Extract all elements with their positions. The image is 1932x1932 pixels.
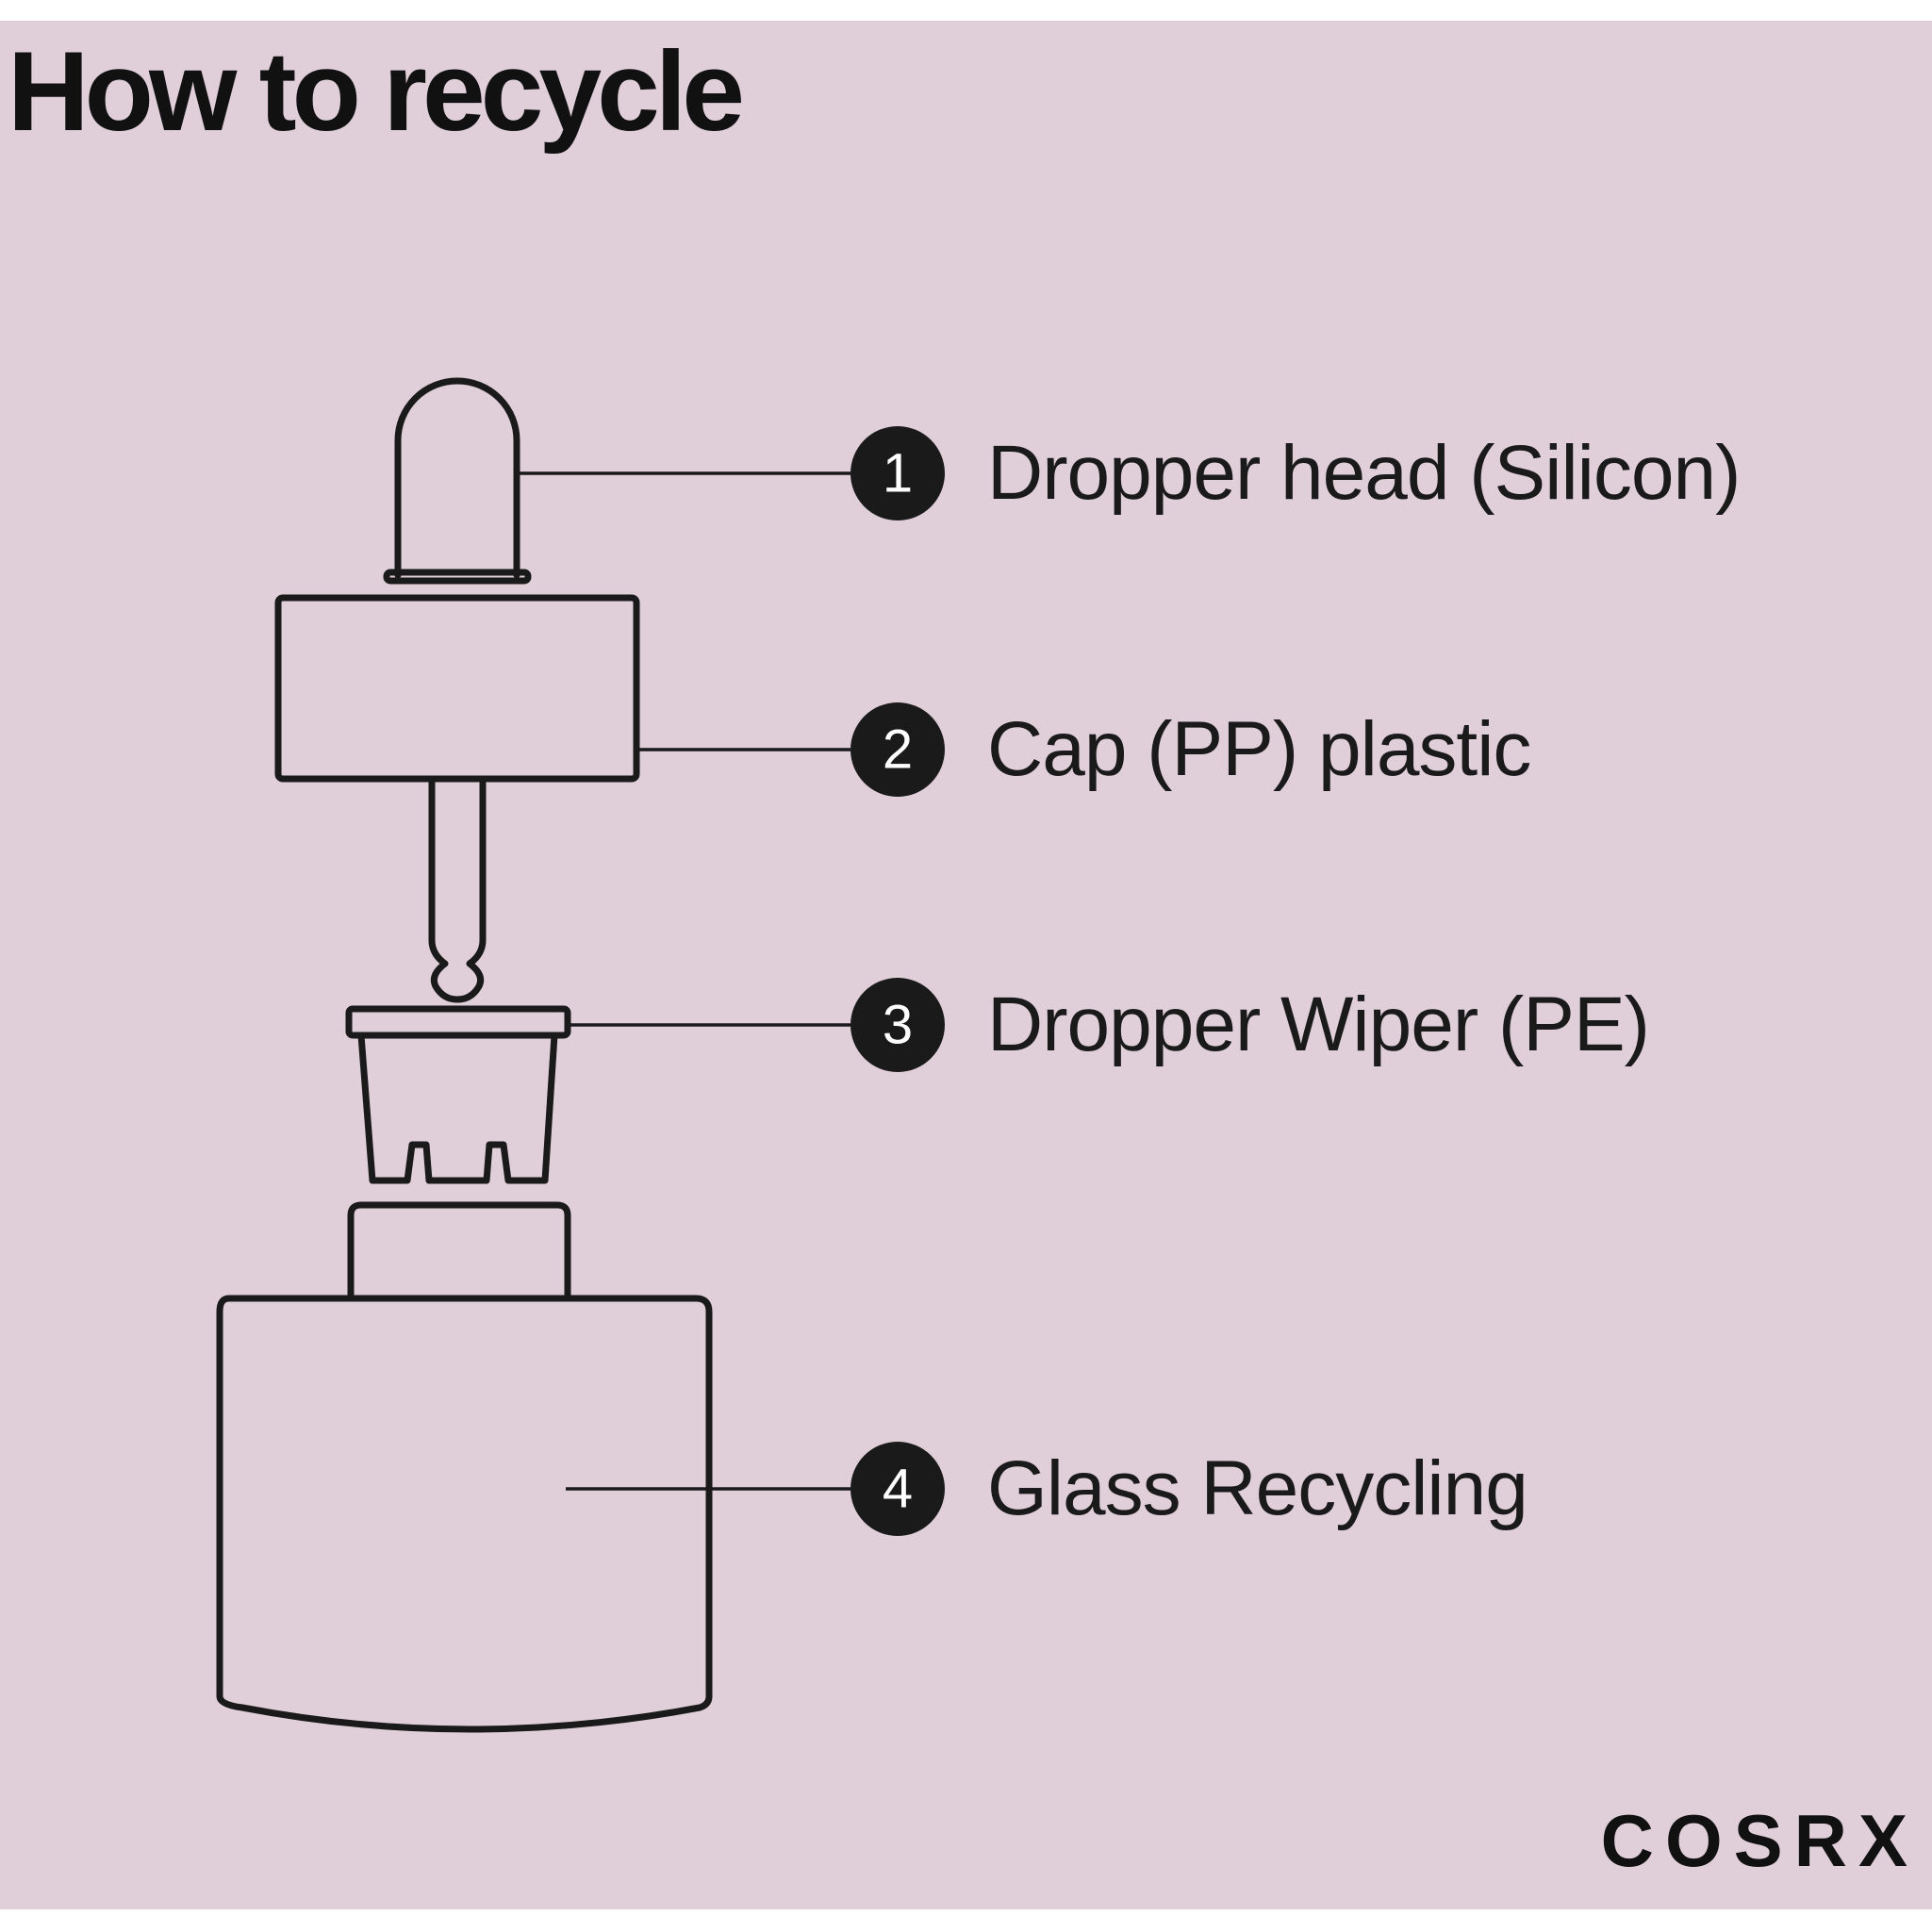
part-label-dropper-head: Dropper head (Silicon) [987, 430, 1741, 516]
glass-bottle-shape [216, 1201, 713, 1733]
number-badge-4-text: 4 [883, 1459, 913, 1520]
page-title: How to recycle [8, 28, 745, 155]
part-label-glass: Glass Recycling [987, 1445, 1528, 1531]
number-badge-3: 3 [850, 978, 945, 1072]
number-badge-1: 1 [850, 426, 945, 520]
brand-logo: COSRX [1600, 1799, 1919, 1882]
recycle-infographic: How to recycle 1 [0, 21, 1932, 1909]
exploded-dropper-bottle-diagram: 1 2 3 4 [216, 377, 945, 1733]
number-badge-1-text: 1 [883, 443, 913, 504]
number-badge-2: 2 [850, 702, 945, 797]
part-label-dropper-wiper: Dropper Wiper (PE) [987, 982, 1650, 1067]
dropper-wiper-shape [345, 1005, 571, 1184]
number-badge-2-text: 2 [883, 719, 913, 781]
cap-shape [274, 594, 640, 1003]
number-badge-4: 4 [850, 1442, 945, 1536]
part-label-cap: Cap (PP) plastic [987, 706, 1531, 792]
number-badge-3-text: 3 [883, 995, 913, 1056]
dropper-head-shape [383, 377, 532, 585]
